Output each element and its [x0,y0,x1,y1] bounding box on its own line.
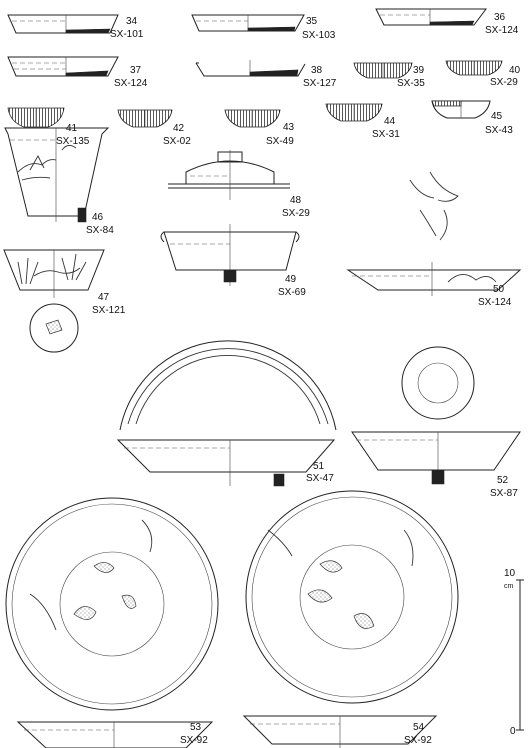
figure-code: SX-127 [303,78,337,89]
label-44: 44 SX-31 [372,116,400,140]
label-49: 49 SX-69 [278,274,306,298]
vessel-54 [242,490,459,748]
figure-code: SX-121 [92,305,126,316]
figure-number: 43 [283,122,295,133]
vessel-43 [224,109,281,128]
label-42: 42 SX-02 [163,123,191,147]
vessel-51 [116,340,337,487]
figure-number: 53 [190,722,202,733]
figure-number: 51 [313,461,325,472]
scale-bar: 10 cm 0 [504,568,524,737]
label-38: 38 SX-127 [303,65,337,89]
label-48: 48 SX-29 [282,195,310,219]
scale-unit-label: cm [504,583,514,590]
label-39: 39 SX-35 [397,65,425,89]
label-45: 45 SX-43 [485,111,513,136]
vessel-44 [325,103,383,122]
vessel-46 [4,127,110,223]
figure-code: SX-92 [404,735,432,746]
figure-number: 39 [413,65,425,76]
label-51: 51 SX-47 [306,461,334,484]
label-35: 35 SX-103 [302,16,336,41]
figure-code: SX-124 [478,297,512,308]
vessel-52 [351,346,521,485]
label-43: 43 SX-49 [266,122,295,147]
vessel-45 [431,100,491,119]
vessel-35 [191,14,305,32]
figure-number: 44 [384,116,396,127]
label-50: 50 SX-124 [478,284,512,308]
vessel-36 [375,8,487,26]
vessel-34 [7,14,119,34]
figure-number: 48 [290,195,302,206]
figure-code: SX-87 [490,488,518,499]
label-37: 37 SX-124 [114,65,148,89]
vessel-42 [117,109,173,128]
figure-number: 40 [509,65,521,76]
figure-number: 45 [491,111,503,122]
scale-bottom-label: 0 [510,726,516,737]
figure-code: SX-135 [56,136,90,147]
label-41: 41 SX-135 [56,123,90,147]
figure-code: SX-92 [180,735,208,746]
figure-code: SX-69 [278,287,306,298]
figure-number: 36 [494,12,506,23]
figure-code: SX-43 [485,125,513,136]
figure-number: 47 [98,292,110,303]
figure-code: SX-124 [114,78,148,89]
figure-code: SX-49 [266,136,294,147]
label-36: 36 SX-124 [485,12,519,36]
figure-code: SX-35 [397,78,425,89]
label-53: 53 SX-92 [180,722,208,746]
label-52: 52 SX-87 [490,475,518,499]
vessel-47 [3,249,105,298]
figure-code: SX-47 [306,473,334,484]
vessel-41 [7,107,65,128]
figure-number: 54 [413,722,425,733]
vessel-49 [160,224,300,286]
figure-number: 37 [130,65,142,76]
vessel-38 [195,60,306,77]
figure-code: SX-101 [110,29,144,40]
scale-top-label: 10 [504,568,516,579]
figure-number: 46 [92,212,104,223]
figure-code: SX-02 [163,136,191,147]
vessel-40 [445,60,503,76]
label-40: 40 SX-29 [490,65,521,88]
vessel-39 [353,62,413,79]
label-46: 46 SX-84 [86,212,114,236]
figure-code: SX-31 [372,129,400,140]
figure-code: SX-29 [490,77,518,88]
figure-number: 42 [173,123,185,134]
figure-number: 41 [66,123,78,134]
figure-number: 38 [311,65,323,76]
vessel-48 [168,150,290,200]
label-34: 34 SX-101 [110,16,144,40]
label-54: 54 SX-92 [404,722,432,746]
figure-number: 49 [285,274,297,285]
vessel-50 [346,262,522,296]
figure-number: 52 [497,475,509,486]
label-47: 47 SX-121 [92,292,126,316]
figure-code: SX-124 [485,25,519,36]
vessel-37 [7,56,119,77]
figure-number: 34 [126,16,138,27]
figure-code: SX-103 [302,30,336,41]
figure-code: SX-84 [86,225,114,236]
figure-number: 35 [306,16,318,27]
vessel-53 [5,497,219,748]
vessel-50-motif [409,171,459,241]
figure-number: 50 [493,284,505,295]
vessel-47-base [29,303,79,353]
figure-code: SX-29 [282,208,310,219]
